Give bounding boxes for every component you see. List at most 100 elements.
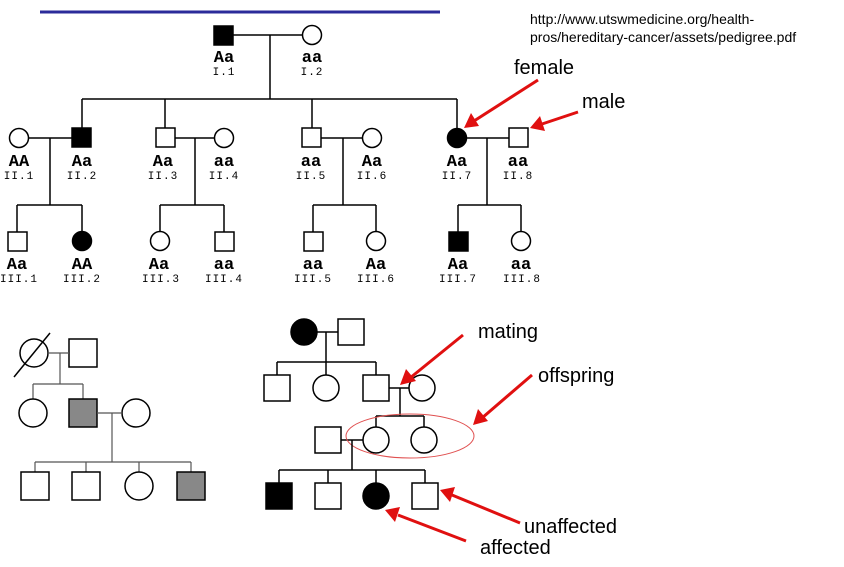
unaffected-arrowhead xyxy=(440,487,455,502)
genotype-label: Aa xyxy=(149,256,169,275)
genotype-label: Aa xyxy=(72,153,92,172)
male-symbol-affected xyxy=(71,127,92,148)
male-arrow xyxy=(541,110,579,126)
genotype-label: Aa xyxy=(447,153,467,172)
individual-id: III.5 xyxy=(294,274,332,286)
individual-id: II.4 xyxy=(209,171,239,183)
genotype-label: aa xyxy=(511,256,531,275)
offspring-label: offspring xyxy=(538,365,614,387)
male-symbol xyxy=(411,482,439,510)
genotype-label: aa xyxy=(214,256,234,275)
annotation-arrows-bottom: mating offspring unaffected affected xyxy=(385,321,617,559)
offspring-arrowhead xyxy=(473,409,488,425)
genotype-label: AA xyxy=(9,153,30,172)
female-symbol xyxy=(149,230,171,252)
male-symbol xyxy=(214,231,235,252)
female-label: female xyxy=(514,57,574,79)
male-symbol xyxy=(7,231,28,252)
genotype-label: aa xyxy=(302,49,322,68)
offspring-ellipse xyxy=(345,413,475,459)
genotype-label: aa xyxy=(214,153,234,172)
male-symbol-gray xyxy=(68,398,98,428)
female-symbol xyxy=(213,127,235,149)
individual-id: II.6 xyxy=(357,171,387,183)
male-symbol-gray xyxy=(176,471,206,501)
female-symbol-affected xyxy=(362,482,390,510)
individual-id: II.8 xyxy=(503,171,533,183)
male-symbol-affected xyxy=(265,482,293,510)
deceased-slash xyxy=(13,332,51,378)
female-symbol xyxy=(301,24,323,46)
female-symbol xyxy=(124,471,154,501)
female-symbol-affected xyxy=(290,318,318,346)
male-symbol xyxy=(362,374,390,402)
female-symbol xyxy=(121,398,151,428)
affected-arrowhead xyxy=(385,507,400,522)
female-arrowhead xyxy=(464,113,479,128)
genotype-label: Aa xyxy=(366,256,386,275)
male-symbol xyxy=(314,482,342,510)
female-symbol xyxy=(410,426,438,454)
mating-label: mating xyxy=(478,321,538,343)
genotype-label: Aa xyxy=(7,256,27,275)
female-symbol xyxy=(312,374,340,402)
mating-arrowhead xyxy=(400,369,416,385)
male-symbol-affected xyxy=(213,25,234,46)
unaffected-arrow xyxy=(451,493,521,525)
genotype-label: aa xyxy=(303,256,323,275)
female-arrow xyxy=(473,78,539,123)
individual-id: II.7 xyxy=(442,171,472,183)
individual-id: III.7 xyxy=(439,274,477,286)
male-symbol xyxy=(337,318,365,346)
offspring-arrow xyxy=(481,373,533,420)
female-symbol-affected xyxy=(71,230,93,252)
female-symbol xyxy=(362,426,390,454)
individual-id: I.1 xyxy=(213,67,236,79)
male-symbol xyxy=(303,231,324,252)
source-url-line2: pros/hereditary-cancer/assets/pedigree.p… xyxy=(530,29,796,45)
female-symbol xyxy=(18,398,48,428)
individual-id: III.4 xyxy=(205,274,243,286)
individual-id: III.6 xyxy=(357,274,395,286)
male-arrowhead xyxy=(530,116,545,131)
deceased-pedigree xyxy=(13,332,206,501)
individual-id: III.3 xyxy=(142,274,180,286)
genotype-label: aa xyxy=(508,153,528,172)
male-symbol xyxy=(68,338,98,368)
individual-id: II.2 xyxy=(67,171,97,183)
affected-label: affected xyxy=(480,537,551,559)
female-symbol xyxy=(361,127,383,149)
genotype-label: Aa xyxy=(448,256,468,275)
male-symbol xyxy=(155,127,176,148)
main-pedigree: Aa I.1 aa I.2 AA II.1 Aa II.2 Aa II.3 xyxy=(0,24,541,286)
male-symbol xyxy=(71,471,101,501)
affected-arrow xyxy=(397,513,467,543)
genotype-label: aa xyxy=(301,153,321,172)
individual-id: III.8 xyxy=(503,274,541,286)
male-symbol xyxy=(508,127,529,148)
genotype-label: Aa xyxy=(153,153,173,172)
individual-id: II.1 xyxy=(4,171,34,183)
individual-id: II.5 xyxy=(296,171,326,183)
female-symbol xyxy=(510,230,532,252)
mating-arrow xyxy=(409,333,464,380)
individual-id: I.2 xyxy=(301,67,324,79)
source-url-line1: http://www.utswmedicine.org/health- xyxy=(530,11,754,27)
legend-pedigree xyxy=(263,318,475,510)
male-symbol xyxy=(314,426,342,454)
male-symbol xyxy=(301,127,322,148)
individual-id: II.3 xyxy=(148,171,178,183)
male-symbol xyxy=(263,374,291,402)
genotype-label: Aa xyxy=(362,153,382,172)
annotation-arrows-top: female male xyxy=(464,57,625,131)
female-symbol xyxy=(365,230,387,252)
genotype-label: AA xyxy=(72,256,93,275)
female-symbol-affected xyxy=(446,127,468,149)
male-label: male xyxy=(582,91,625,113)
male-symbol xyxy=(20,471,50,501)
female-symbol xyxy=(8,127,30,149)
genotype-label: Aa xyxy=(214,49,234,68)
individual-id: III.1 xyxy=(0,274,38,286)
unaffected-label: unaffected xyxy=(524,516,617,538)
